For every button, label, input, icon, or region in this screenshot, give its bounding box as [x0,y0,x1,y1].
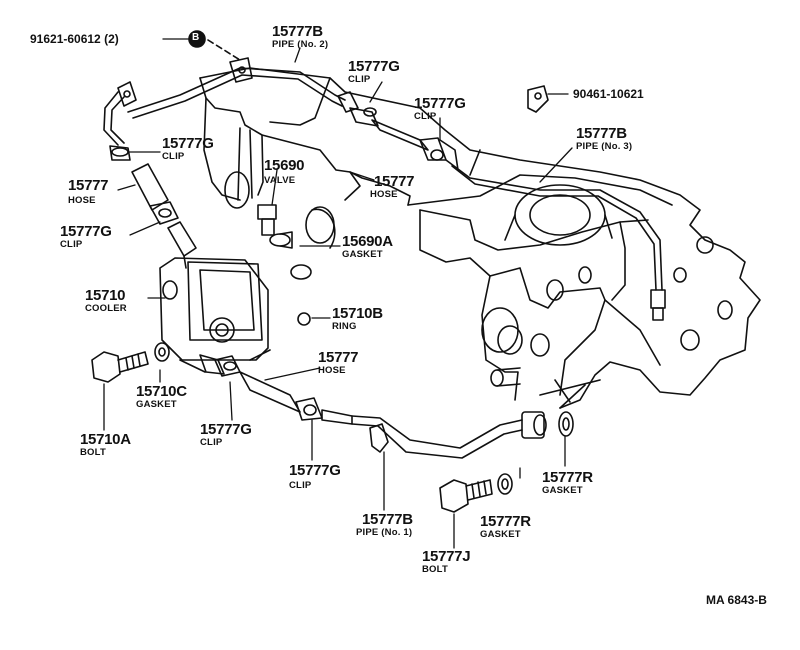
valve-part-number: 15690 [264,157,305,174]
clip-c-part-number: 15777G [162,135,214,152]
clip-c-name: CLIP [162,151,185,162]
clip-d-name: CLIP [60,239,83,250]
gasket-r1-part-number: 15777R [542,469,593,486]
figure-reference: MA 6843-B [706,593,767,607]
pipe3-part-number: 15777B [576,125,627,142]
clip-e-part-number: 15777G [200,421,252,438]
gasket-15710c-name: GASKET [136,399,177,410]
gasket-15690a-name: GASKET [342,249,383,260]
leader-lines [103,38,569,549]
hose-a-name: HOSE [68,195,96,206]
clip-f-name: CLIP [289,480,312,491]
gasket-r1-name: GASKET [542,485,583,496]
clip-b-part-number: 15777G [414,95,466,112]
ref-9162160612: 91621-60612 (2) [30,32,119,46]
circle-b-letter: B [192,32,200,43]
cooler-body [159,257,271,375]
hose-b-name: HOSE [370,189,398,200]
bolt-a-part-number: 15710A [80,431,131,448]
pipe1-part-number: 15777B [362,511,413,528]
pipe2-name: PIPE (No. 2) [272,39,329,50]
valve-name: VALVE [264,175,296,186]
ref-dash-b [207,39,241,61]
ring-part-number: 15710B [332,305,383,322]
bolt-15710a [91,351,149,383]
gasket-15777r-1-shape [558,411,574,437]
bolt-15777j [439,479,493,513]
clip-f-part-number: 15777G [289,462,341,479]
bolt-a-name: BOLT [80,447,106,458]
hose-c-part-number: 15777 [318,349,359,366]
clip-a-name: CLIP [348,74,371,85]
clip-d-part-number: 15777G [60,223,112,240]
ref-9046110621: 90461-10621 [573,87,644,101]
gasket-r2-part-number: 15777R [480,513,531,530]
upper-hose-assembly [337,91,666,321]
bolt-j-part-number: 15777J [422,548,471,565]
bolt-j-name: BOLT [422,564,448,575]
lower-hose-pipe1 [214,355,547,459]
gasket-15777r-2-shape [497,473,513,495]
gasket-15690a-part-number: 15690A [342,233,393,250]
pipe-no2 [103,57,346,146]
left-hose-stack [109,145,197,269]
pipe3-leader [539,147,573,183]
cooler-part-number: 15710 [85,287,126,304]
pipe2-part-number: 15777B [272,23,323,40]
clamp-90461-part [527,85,549,113]
hose-a-part-number: 15777 [68,177,109,194]
clip-e-name: CLIP [200,437,223,448]
gasket-15710c-shape [154,342,170,362]
hose-b-part-number: 15777 [374,173,415,190]
clip-a-part-number: 15777G [348,58,400,75]
cooler-name: COOLER [85,303,127,314]
valve-15690 [257,204,336,280]
engine-block-outline [199,67,761,409]
gasket-15710c-part-number: 15710C [136,383,187,400]
clip-b-name: CLIP [414,111,437,122]
ring-15710b [297,312,311,326]
gasket-r2-name: GASKET [480,529,521,540]
ring-name: RING [332,321,357,332]
pipe3-name: PIPE (No. 3) [576,141,633,152]
hose-c-name: HOSE [318,365,346,376]
pipe1-name: PIPE (No. 1) [356,527,413,538]
